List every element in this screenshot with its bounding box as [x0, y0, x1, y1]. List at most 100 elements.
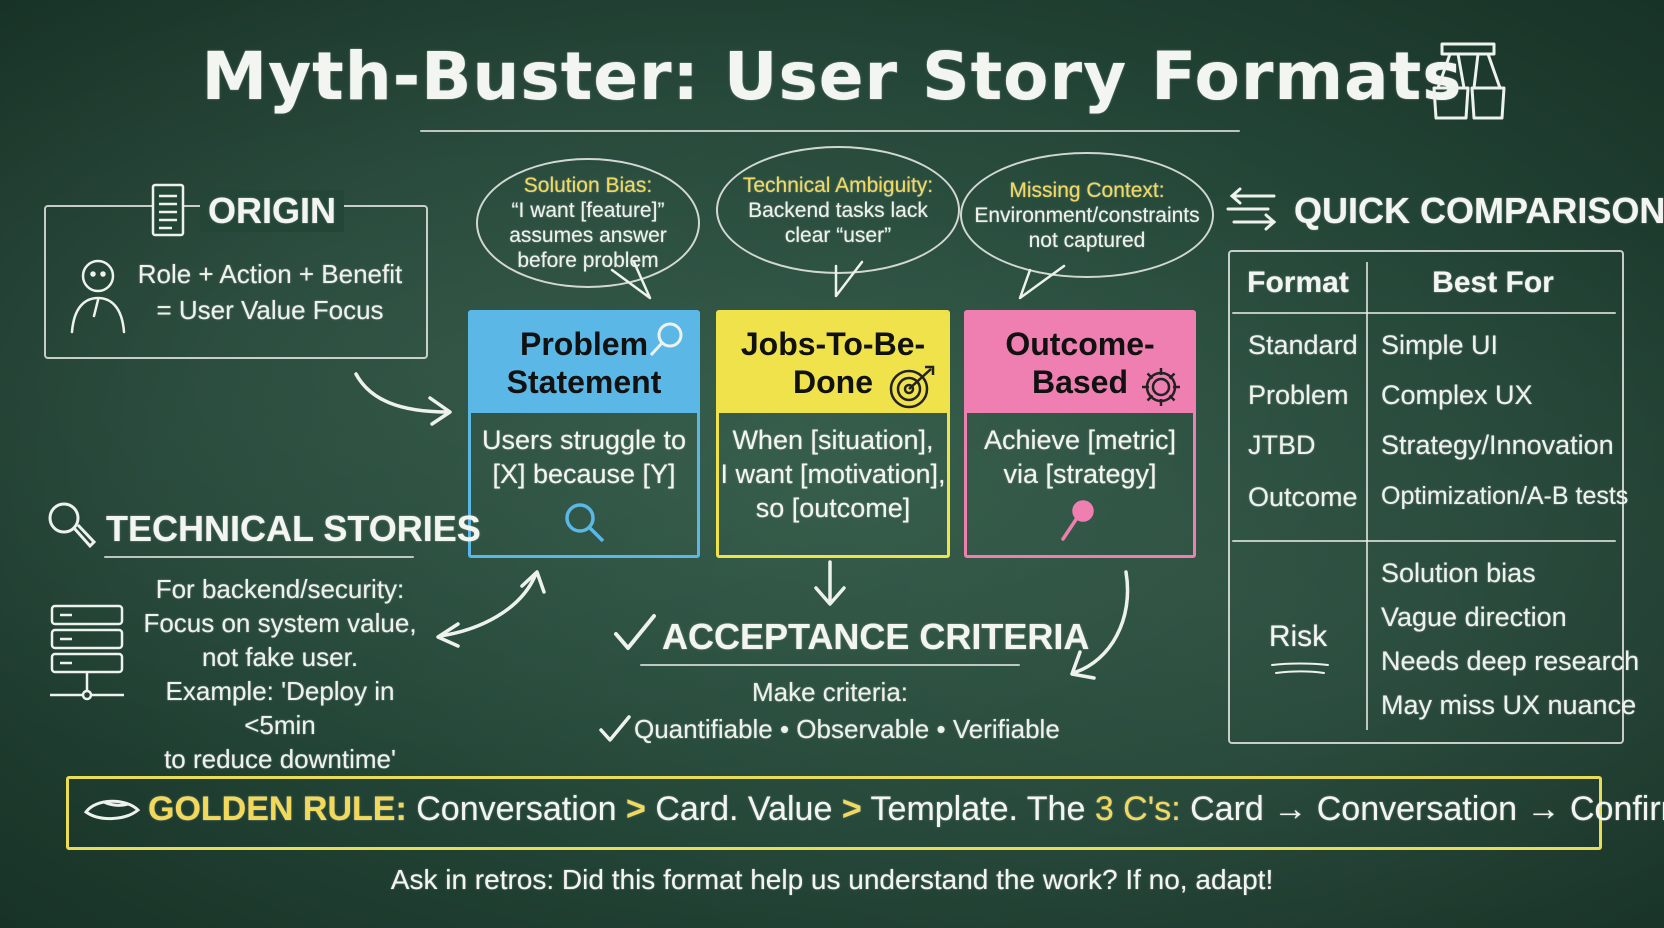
risk-item: Solution bias — [1381, 558, 1536, 588]
table-cell-best: Optimization/A-B tests — [1381, 482, 1629, 510]
table-cell-format: Problem — [1248, 380, 1349, 410]
card-jobs-to-be-done: Jobs-To-Be- Done When [situation], I wan… — [716, 310, 950, 558]
technical-underline — [104, 556, 414, 558]
card-body-line: Users struggle to — [481, 425, 687, 455]
page-title: Myth-Buster: User Story Formats — [201, 38, 1463, 115]
acceptance-heading: ACCEPTANCE CRITERIA — [662, 616, 1090, 657]
table-header-divider — [1232, 312, 1616, 314]
card-body: Achieve [metric] via [strategy] — [967, 423, 1193, 491]
search-icon — [565, 503, 605, 543]
bubble-title: Solution Bias: — [523, 174, 653, 197]
card-header: Jobs-To-Be- Done — [719, 313, 947, 413]
checkmark-icon — [599, 715, 631, 742]
golden-rule-part: Template. The — [870, 790, 1086, 828]
comparison-table — [1228, 250, 1624, 744]
card-body-line: I want [motivation], — [720, 459, 946, 489]
technical-body: For backend/security: Focus on system va… — [130, 572, 430, 776]
technical-line: For backend/security: — [155, 574, 405, 604]
card-body-line: so [outcome] — [755, 493, 911, 523]
bubble-technical-ambiguity: Technical Ambiguity: Backend tasks lack … — [716, 146, 960, 274]
user-icon — [70, 259, 126, 334]
acceptance-line-1: Make criteria: — [751, 677, 909, 707]
card-header: Outcome- Based — [967, 313, 1193, 413]
acceptance-underline — [640, 664, 1020, 666]
bubble-line: Backend tasks lack — [748, 198, 928, 222]
card-outcome-based: Outcome- Based Achieve [metric] via [str… — [964, 310, 1196, 558]
compare-icon — [1226, 187, 1277, 231]
table-cell-best: Strategy/Innovation — [1381, 430, 1614, 460]
card-body-line: Achieve [metric] — [983, 425, 1177, 455]
server-icon — [50, 604, 124, 701]
footer-note: Ask in retros: Did this format help us u… — [390, 864, 1274, 895]
checkmark-icon — [614, 614, 656, 650]
target-icon — [889, 365, 935, 409]
column-header-format: Format — [1247, 266, 1349, 299]
column-header-best-for: Best For — [1432, 266, 1554, 299]
card-title-line: Statement — [506, 364, 662, 400]
table-column-divider — [1366, 262, 1368, 730]
origin-heading: ORIGIN — [200, 190, 345, 232]
card-body: When [situation], I want [motivation], s… — [719, 423, 947, 525]
bubble-line: “I want [feature]” — [511, 199, 665, 222]
card-title-line: Based — [1031, 364, 1129, 400]
card-header: Problem Statement — [471, 313, 697, 413]
bubble-title: Technical Ambiguity: — [742, 173, 934, 197]
c-card: Card — [1190, 790, 1264, 828]
magnifier-icon — [649, 322, 683, 357]
card-title-line: Outcome- — [1005, 326, 1155, 362]
comparison-heading: QUICK COMPARISON — [1294, 190, 1664, 231]
card-body-line: [X] because [Y] — [492, 459, 676, 489]
card-body-line: When [situation], — [732, 425, 934, 455]
table-cell-best: Simple UI — [1381, 330, 1499, 360]
risk-label: Risk — [1268, 620, 1328, 653]
arrow-right-icon: → — [1273, 790, 1308, 828]
card-body: Users struggle to [X] because [Y] — [471, 423, 697, 491]
risk-item: Needs deep research — [1381, 646, 1640, 676]
card-title-line: Done — [793, 364, 873, 400]
bubble-missing-context: Missing Context: Environment/constraints… — [960, 152, 1214, 278]
three-cs-label: 3 C's: — [1094, 790, 1181, 828]
risk-item: Vague direction — [1381, 602, 1567, 632]
bubble-line: not captured — [1028, 228, 1146, 252]
lab-flask-icon — [1432, 42, 1506, 120]
table-risk-divider — [1232, 540, 1616, 542]
magnifier-icon — [48, 502, 96, 549]
bubble-line: clear “user” — [784, 223, 892, 247]
card-title-line: Jobs-To-Be- — [740, 326, 926, 362]
title-underline — [420, 130, 1240, 132]
golden-rule-gt: > — [626, 790, 646, 828]
golden-rule-banner — [66, 776, 1602, 850]
table-cell-format: Outcome — [1248, 482, 1358, 512]
acceptance-line-2: Quantifiable • Observable • Verifiable — [634, 714, 1060, 744]
golden-rule-label: GOLDEN RULE: — [148, 790, 407, 828]
c-conversation: Conversation — [1316, 790, 1518, 828]
table-cell-format: JTBD — [1248, 430, 1316, 460]
golden-rule-part: Card. Value — [655, 790, 833, 828]
bubble-solution-bias: Solution Bias: “I want [feature]” assume… — [476, 158, 700, 288]
technical-line: Focus on system value, — [143, 608, 417, 638]
origin-line-1: Role + Action + Benefit — [137, 259, 403, 289]
card-title-line: Problem — [519, 326, 649, 362]
origin-line-2: = User Value Focus — [156, 295, 384, 325]
table-cell-format: Standard — [1248, 330, 1358, 360]
card-problem-statement: Problem Statement Users struggle to [X] … — [468, 310, 700, 558]
technical-line: Example: 'Deploy in <5min — [165, 676, 395, 740]
technical-stories-heading: TECHNICAL STORIES — [106, 508, 481, 549]
c-confirmation: Confirmation — [1569, 790, 1664, 828]
technical-line: not fake user. — [201, 642, 359, 672]
golden-rule-text: GOLDEN RULE: Conversation > Card. Value … — [148, 790, 1664, 829]
golden-rule-gt: > — [841, 790, 862, 828]
document-icon — [151, 183, 185, 237]
risk-item: May miss UX nuance — [1381, 690, 1637, 720]
arrow-right-icon: → — [1526, 790, 1561, 828]
risk-underline — [1271, 662, 1329, 674]
golden-rule-part: Conversation — [416, 790, 617, 828]
bubble-title: Missing Context: — [1009, 178, 1165, 202]
card-body-line: via [strategy] — [1003, 459, 1157, 489]
pin-icon — [1061, 500, 1094, 541]
table-cell-best: Complex UX — [1381, 380, 1533, 410]
gear-icon — [1142, 368, 1180, 406]
bubble-line: before problem — [517, 249, 659, 272]
